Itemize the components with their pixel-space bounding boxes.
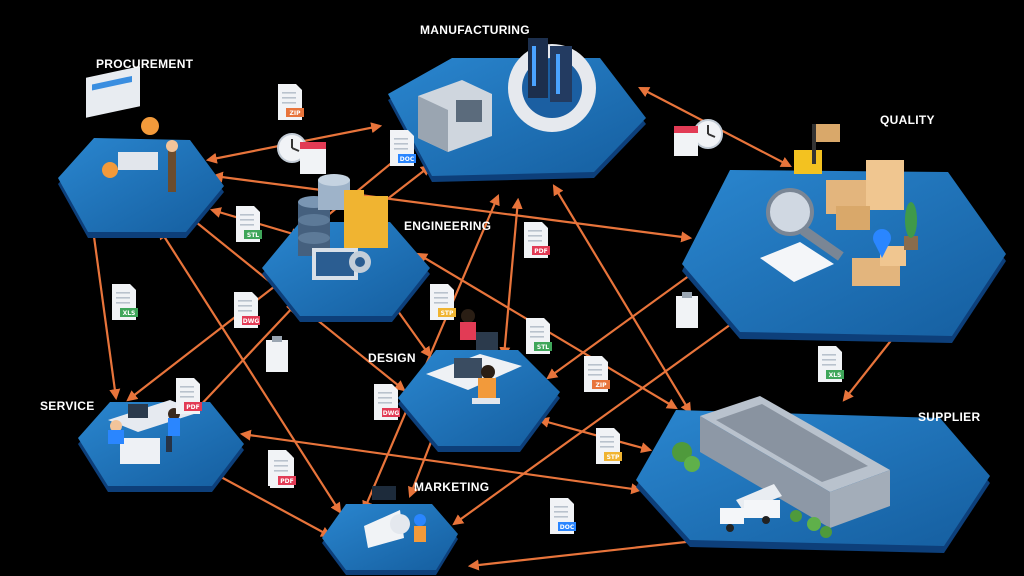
clock-icon-2	[693, 119, 723, 149]
design-desk-icon	[426, 309, 522, 404]
plant-icon	[904, 202, 918, 250]
quality-node[interactable]: QUALITY	[682, 113, 1006, 343]
file-badge-stp-1: STP	[430, 284, 456, 320]
file-badge-xls-1: XLS	[112, 284, 138, 320]
arrow-service-supplier	[239, 429, 643, 495]
checklist-icon	[760, 242, 834, 282]
file-badge-xls-2: XLS	[818, 346, 844, 382]
file-badge-doc-2: DOC	[550, 498, 576, 534]
arrow-manufacturing-design	[499, 197, 523, 359]
engineering-label: ENGINEERING	[404, 219, 491, 233]
arrow-procurement-service	[87, 219, 121, 401]
file-badge-label: STL	[247, 232, 259, 239]
calendar-icon	[300, 142, 326, 174]
marketing-label: MARKETING	[414, 480, 489, 494]
procurement-platform	[58, 138, 224, 232]
cnc-machine-icon	[418, 80, 492, 152]
clipboard-icon	[676, 292, 698, 328]
file-badge-stp-2: STP	[596, 428, 622, 464]
service-node[interactable]: SERVICE	[40, 392, 244, 492]
trees-icon	[672, 442, 832, 538]
boxes-icon	[826, 160, 906, 286]
file-badge-label: DOC	[400, 156, 415, 163]
file-badge-dwg-1: DWG	[234, 292, 260, 328]
file-badge-stl-2: STL	[526, 318, 552, 354]
file-badge-label: PDF	[534, 248, 547, 255]
manufacturing-label: MANUFACTURING	[420, 23, 530, 37]
office-desk-icon	[86, 66, 178, 192]
cad-monitor-icon	[312, 248, 371, 280]
design-label: DESIGN	[368, 351, 416, 365]
file-badge-zip-1: ZIP	[278, 84, 304, 120]
clipboard-icon-2	[266, 336, 288, 372]
truck-icon	[720, 484, 782, 532]
file-badge-label: STP	[441, 310, 454, 317]
supplier-label: SUPPLIER	[918, 410, 980, 424]
arrow-engineering-service	[194, 302, 298, 412]
quality-label: QUALITY	[880, 113, 935, 127]
file-badge-doc-1: DOC	[390, 130, 416, 166]
server-gear-icon	[508, 38, 596, 132]
file-badge-stl-1: STL	[236, 206, 262, 242]
procurement-label: PROCUREMENT	[96, 57, 194, 71]
file-badge-label: DWG	[383, 410, 400, 417]
file-badge-pdf-1: PDF	[524, 222, 550, 258]
file-badge-pdf-4: PDF	[270, 452, 296, 488]
file-badge-pdf-2: PDF	[176, 378, 202, 414]
clock-icon	[277, 133, 307, 163]
file-badge-label: PDF	[186, 404, 199, 411]
procurement-node[interactable]: PROCUREMENT	[58, 57, 224, 238]
manufacturing-node[interactable]: MANUFACTURING	[388, 23, 646, 182]
file-badge-label: ZIP	[596, 382, 608, 389]
file-badge-dwg-2: DWG	[374, 384, 400, 420]
design-node[interactable]: DESIGN	[368, 309, 560, 452]
folder-icon	[344, 190, 388, 248]
arrow-marketing-supplier	[467, 535, 707, 571]
forklift-icon	[794, 124, 840, 174]
file-badge-label: DOC	[560, 524, 575, 531]
marketing-node[interactable]: MARKETING	[322, 480, 489, 575]
file-badge-label: ZIP	[290, 110, 302, 117]
calendar-icon-2	[674, 126, 698, 156]
warehouse-icon	[700, 396, 890, 528]
arrow-design-supplier	[537, 417, 653, 453]
file-badge-zip-2: ZIP	[584, 356, 610, 392]
file-badge-label: STP	[607, 454, 620, 461]
engineering-node[interactable]: ENGINEERING	[262, 174, 491, 322]
file-badges: ZIP DOC STL XLS DWG PDF STP STL ZIP XLS DWG PDF PDF S…	[112, 84, 844, 534]
arrow-manufacturing-supplier	[552, 184, 692, 414]
service-label: SERVICE	[40, 399, 95, 413]
location-pin-icon	[873, 229, 891, 258]
file-badge-label: XLS	[829, 372, 842, 379]
quality-platform	[682, 170, 1006, 336]
file-badge-label: PDF	[280, 478, 293, 485]
supplier-node[interactable]: SUPPLIER	[636, 396, 990, 553]
megaphone-icon	[364, 486, 426, 548]
magnifier-icon	[766, 188, 844, 261]
arrow-service-marketing	[206, 468, 332, 538]
file-badge-label: XLS	[123, 310, 136, 317]
file-badge-label: STL	[537, 344, 549, 351]
file-badge-label: DWG	[243, 318, 260, 325]
